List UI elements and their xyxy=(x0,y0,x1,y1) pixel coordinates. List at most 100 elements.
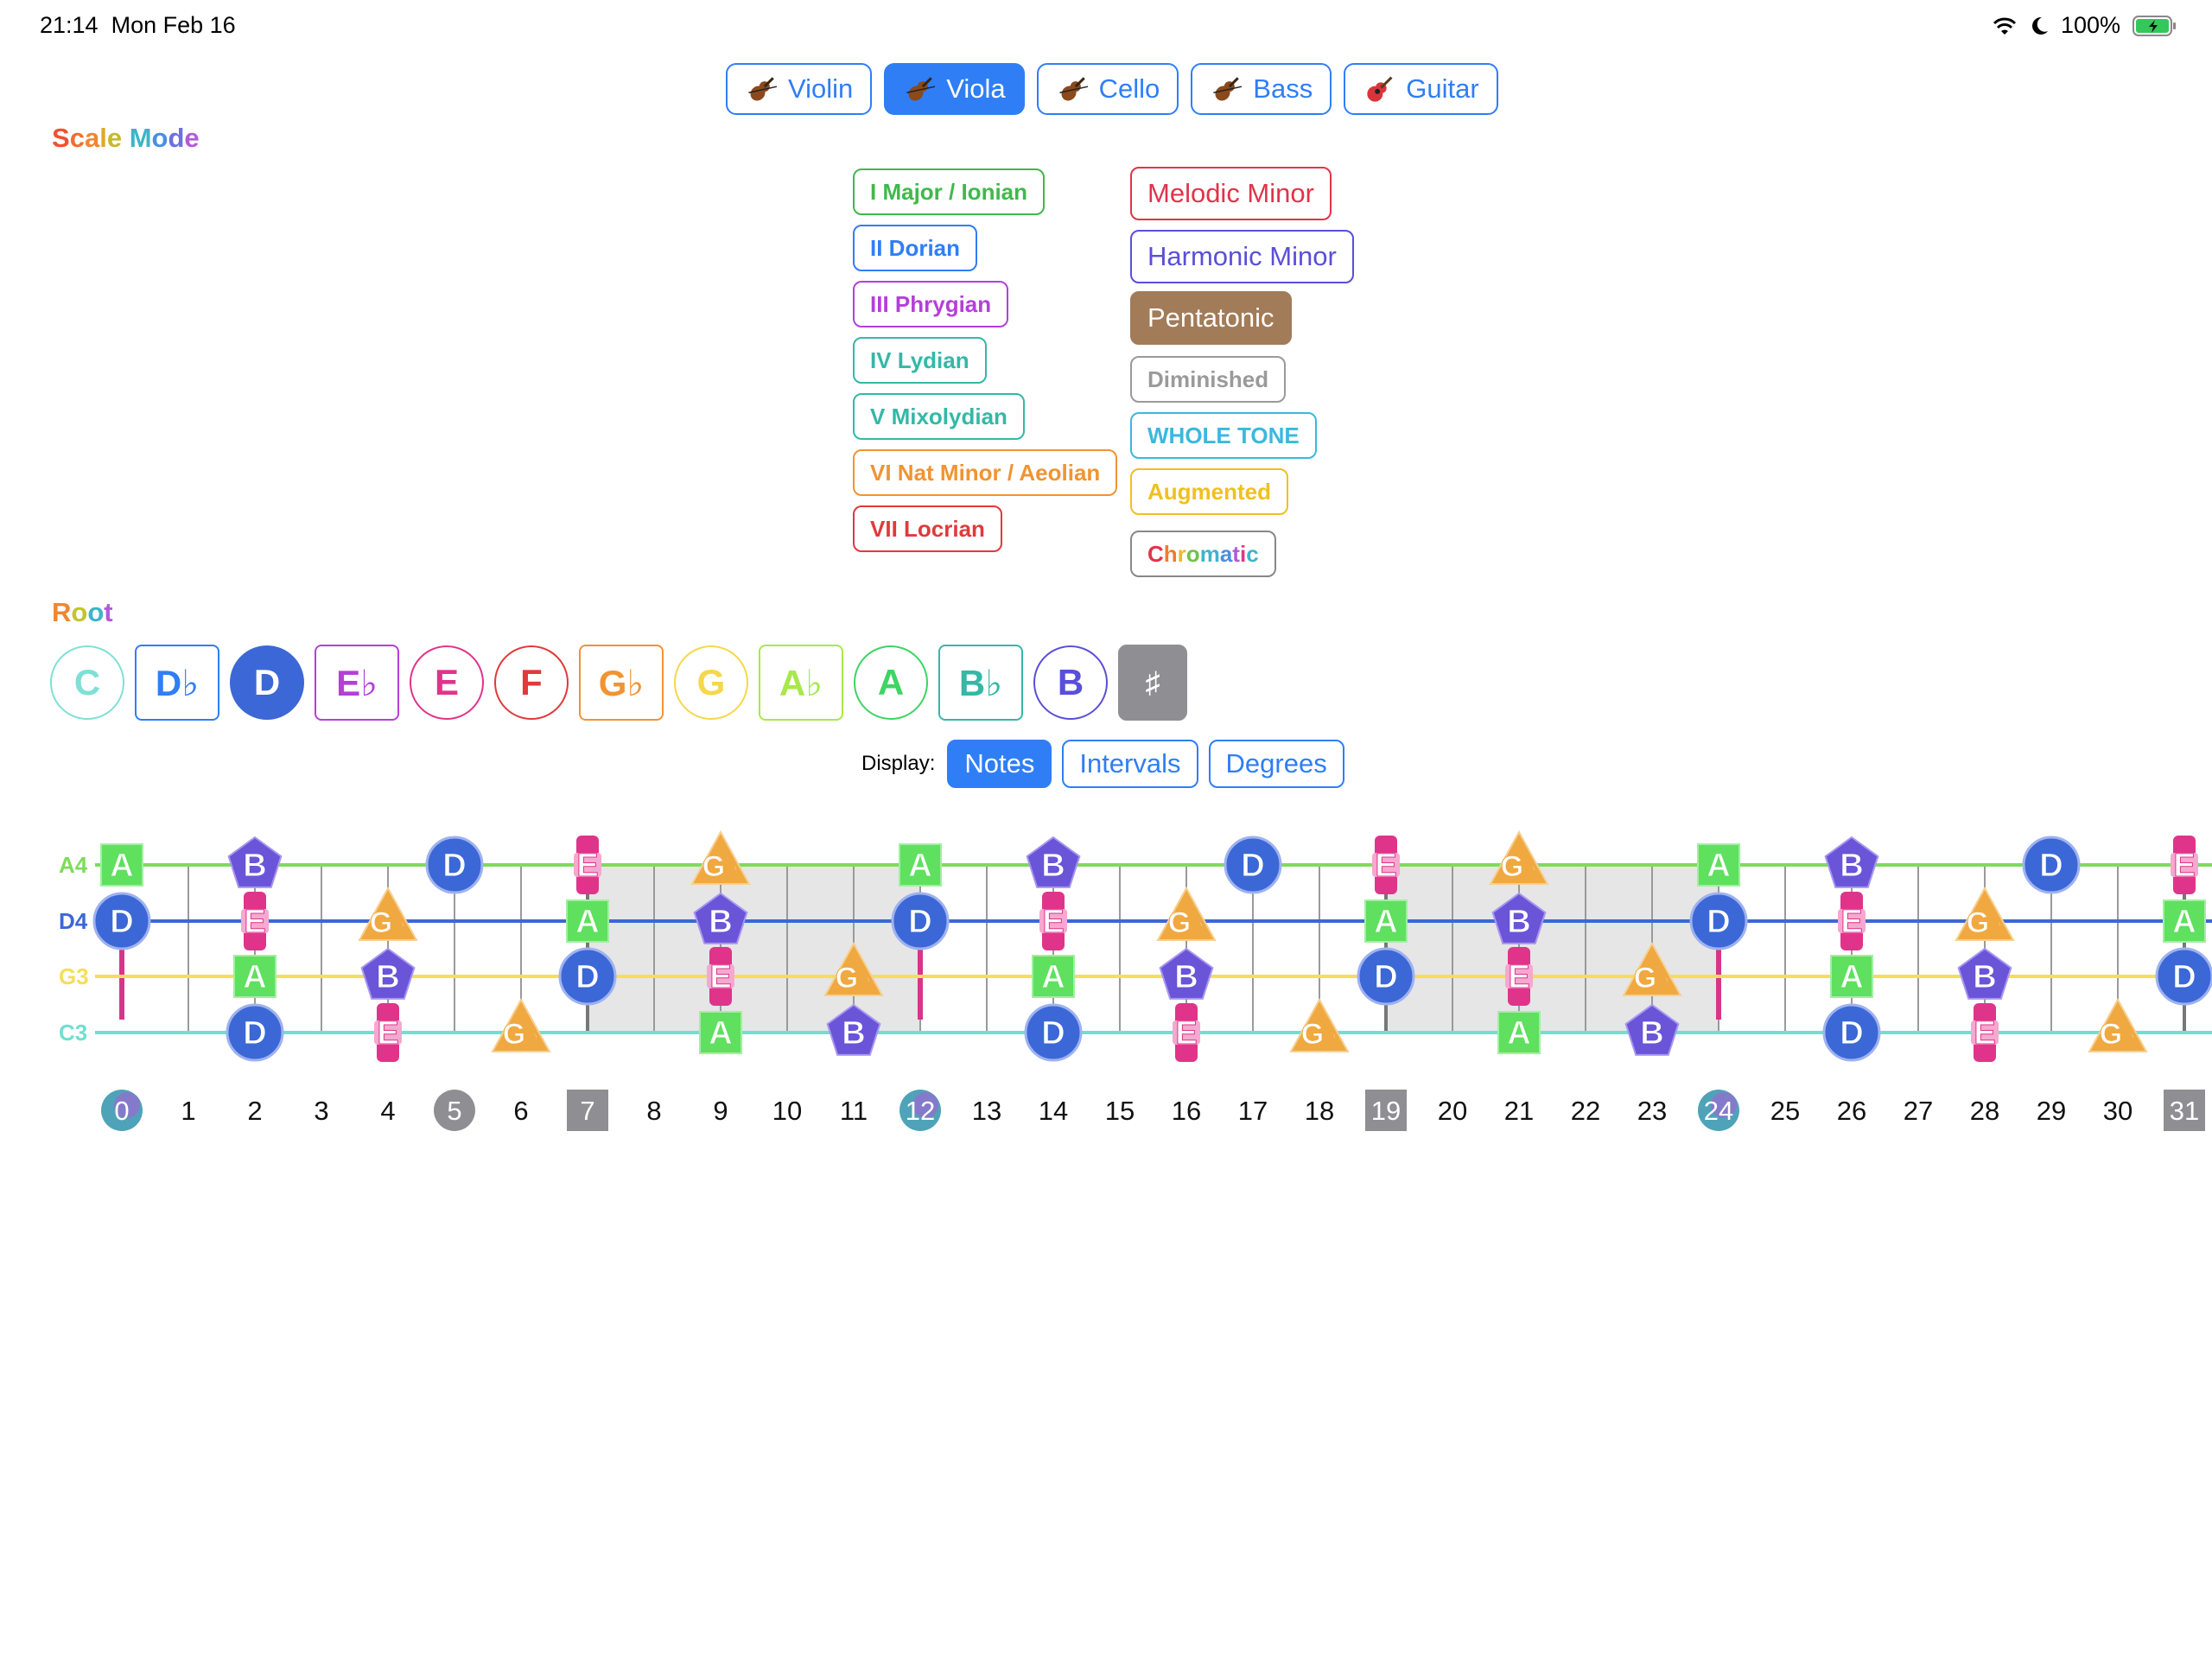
note-marker[interactable]: E xyxy=(574,836,601,894)
root-note-button[interactable]: C xyxy=(50,645,124,720)
root-note-button[interactable]: D♭ xyxy=(135,645,219,721)
note-marker[interactable]: B xyxy=(1824,836,1879,888)
note-marker[interactable]: D xyxy=(1024,1003,1083,1062)
note-marker[interactable]: A xyxy=(566,899,609,943)
note-marker[interactable]: E xyxy=(1838,892,1866,950)
mode-button[interactable]: Melodic Minor xyxy=(1130,167,1332,220)
mode-button[interactable]: Diminished xyxy=(1130,356,1287,403)
note-label: E xyxy=(1840,904,1862,940)
note-marker[interactable]: G♭ xyxy=(1156,886,1217,941)
root-note-button[interactable]: G♭ xyxy=(579,645,664,721)
mode-button[interactable]: VII Locrian xyxy=(853,505,1002,552)
note-marker[interactable]: E xyxy=(1372,836,1400,894)
note-marker[interactable]: G♭ xyxy=(823,941,884,996)
note-marker[interactable]: A xyxy=(1032,955,1075,998)
fret-number: 9 xyxy=(713,1096,728,1126)
note-marker[interactable]: D xyxy=(1224,836,1282,894)
note-marker[interactable]: G♭ xyxy=(358,886,418,941)
instrument-button-violin[interactable]: Violin xyxy=(726,63,873,115)
mode-button[interactable]: I Major / Ionian xyxy=(853,168,1046,215)
note-marker[interactable]: B xyxy=(1957,947,2012,1000)
note-marker[interactable]: D xyxy=(558,947,617,1006)
instrument-button-bass[interactable]: Bass xyxy=(1191,63,1332,115)
display-option-degrees[interactable]: Degrees xyxy=(1208,740,1344,788)
note-marker[interactable]: A xyxy=(899,843,942,887)
note-marker[interactable]: B xyxy=(826,1003,881,1056)
note-marker[interactable]: E xyxy=(2171,836,2198,894)
note-marker[interactable]: E xyxy=(374,1003,402,1062)
root-note-button[interactable]: B xyxy=(1033,645,1108,720)
root-note-button[interactable]: D xyxy=(230,645,304,720)
note-marker[interactable]: B xyxy=(693,892,748,944)
root-note-button[interactable]: E♭ xyxy=(315,645,399,721)
mode-button[interactable]: Harmonic Minor xyxy=(1130,230,1354,283)
fret-number: 28 xyxy=(1970,1096,1999,1126)
note-marker[interactable]: D xyxy=(2155,947,2212,1006)
root-note-button[interactable]: B♭ xyxy=(938,645,1023,721)
mode-button[interactable]: IV Lydian xyxy=(853,337,987,384)
note-label: E xyxy=(1042,904,1064,940)
note-marker[interactable]: B xyxy=(227,836,283,888)
note-marker[interactable]: G♭ xyxy=(1622,941,1682,996)
note-marker[interactable]: G♭ xyxy=(2088,997,2148,1052)
mode-button[interactable]: V Mixolydian xyxy=(853,393,1025,440)
sharp-toggle-button[interactable]: ♯ xyxy=(1118,645,1187,721)
note-marker[interactable]: A xyxy=(1364,899,1408,943)
instrument-button-cello[interactable]: Cello xyxy=(1036,63,1179,115)
note-marker[interactable]: E xyxy=(707,947,734,1006)
note-marker[interactable]: B xyxy=(360,947,416,1000)
note-marker[interactable]: D xyxy=(1357,947,1415,1006)
note-marker[interactable]: B xyxy=(1159,947,1214,1000)
note-marker[interactable]: A xyxy=(1830,955,1873,998)
note-marker[interactable]: G♭ xyxy=(491,997,551,1052)
note-marker[interactable]: D xyxy=(891,892,950,950)
note-marker[interactable]: D xyxy=(226,1003,284,1062)
mode-button[interactable]: WHOLE TONE xyxy=(1130,412,1317,459)
display-label: Display: xyxy=(861,752,936,775)
fret-number: 6 xyxy=(513,1096,528,1126)
note-marker[interactable]: A xyxy=(233,955,276,998)
mode-button[interactable]: Pentatonic xyxy=(1130,291,1292,345)
root-note-button[interactable]: A♭ xyxy=(759,645,843,721)
instrument-button-guitar[interactable]: Guitar xyxy=(1344,63,1498,115)
instrument-button-viola[interactable]: Viola xyxy=(884,63,1025,115)
note-marker[interactable]: D xyxy=(2022,836,2081,894)
shaded-position xyxy=(1386,865,1719,1033)
note-marker[interactable]: G♭ xyxy=(1955,886,2015,941)
note-marker[interactable]: E xyxy=(1505,947,1533,1006)
note-marker[interactable]: E xyxy=(1173,1003,1200,1062)
root-note-button[interactable]: E xyxy=(410,645,484,720)
note-marker[interactable]: G♭ xyxy=(1489,830,1549,885)
note-marker[interactable]: D xyxy=(92,892,151,950)
fret-number: 17 xyxy=(1238,1096,1268,1126)
note-marker[interactable]: A xyxy=(1497,1011,1541,1054)
display-option-notes[interactable]: Notes xyxy=(947,740,1052,788)
root-note-button[interactable]: F xyxy=(494,645,569,720)
root-note-button[interactable]: G xyxy=(674,645,748,720)
note-marker[interactable]: G♭ xyxy=(690,830,751,885)
note-marker[interactable]: B xyxy=(1624,1003,1680,1056)
note-marker[interactable]: E xyxy=(1971,1003,1999,1062)
display-option-intervals[interactable]: Intervals xyxy=(1062,740,1198,788)
mode-button[interactable]: II Dorian xyxy=(853,225,978,271)
note-marker[interactable]: G♭ xyxy=(1289,997,1350,1052)
root-note-button[interactable]: A xyxy=(854,645,928,720)
note-marker[interactable]: E xyxy=(1039,892,1067,950)
note-marker[interactable]: A xyxy=(1697,843,1740,887)
mode-button[interactable]: Augmented xyxy=(1130,468,1288,515)
note-label: A xyxy=(243,959,266,995)
fret-number: 12 xyxy=(906,1096,935,1126)
note-marker[interactable]: B xyxy=(1026,836,1081,888)
note-marker[interactable]: A xyxy=(699,1011,742,1054)
mode-button[interactable]: VI Nat Minor / Aeolian xyxy=(853,449,1118,496)
note-marker[interactable]: E xyxy=(241,892,269,950)
note-marker[interactable]: D xyxy=(1689,892,1748,950)
note-marker[interactable]: D xyxy=(1822,1003,1881,1062)
note-marker[interactable]: A xyxy=(2163,899,2206,943)
note-marker[interactable]: D xyxy=(425,836,484,894)
note-marker[interactable]: B xyxy=(1491,892,1547,944)
note-marker[interactable]: A xyxy=(100,843,143,887)
mode-button[interactable]: III Phrygian xyxy=(853,281,1009,327)
